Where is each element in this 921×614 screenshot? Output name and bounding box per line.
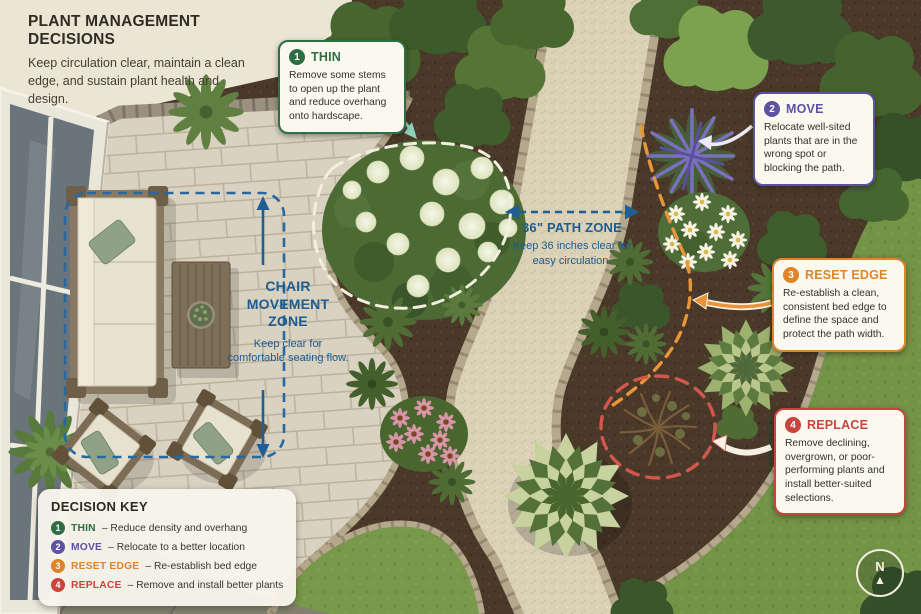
path-zone-arrow	[505, 204, 639, 220]
path-zone-title: 36" PATH ZONE	[521, 220, 623, 235]
key-thin-desc: – Reduce density and overhang	[101, 522, 248, 534]
chair-zone-title: CHAIR MOVEMENT ZONE	[246, 278, 330, 329]
daisies	[658, 192, 750, 272]
sofa	[66, 186, 176, 404]
key-item-move: 2 MOVE – Relocate to a better location	[51, 540, 283, 554]
callout-arrows	[380, 97, 773, 456]
decision-key: DECISION KEY 1 THIN – Reduce density and…	[38, 489, 297, 606]
hydrangea	[322, 140, 526, 320]
chair-zone-label: CHAIR MOVEMENT ZONE Keep clear for comfo…	[227, 278, 349, 366]
potted-plant-top	[168, 74, 244, 150]
coffee-table	[171, 261, 239, 378]
page-subtitle: Keep circulation clear, maintain a clean…	[28, 56, 245, 106]
thin-description: Remove some stems to open up the plant a…	[289, 70, 387, 123]
thin-number-badge: 1	[289, 49, 305, 65]
replace-number-badge: 4	[785, 417, 801, 433]
callout-reset-edge: 3 RESET EDGE Re-establish a clean, consi…	[772, 258, 906, 352]
key-replace-label: REPLACE	[71, 579, 122, 591]
callout-move: 2 MOVE Relocate well-sited plants that a…	[753, 92, 875, 186]
key-item-thin: 1 THIN – Reduce density and overhang	[51, 521, 283, 535]
key-item-reset-edge: 3 RESET EDGE – Re-establish bed edge	[51, 559, 283, 573]
left-bed-plants	[346, 284, 483, 506]
replace-description: Remove declining, overgrown, or poor-per…	[785, 438, 885, 504]
compass: N ▲	[856, 549, 904, 597]
page-title: PLANT MANAGEMENT DECISIONS	[28, 13, 200, 48]
chair-zone-outline	[63, 191, 286, 459]
move-number-badge: 2	[764, 101, 780, 117]
reset-edge-number-badge: 3	[783, 267, 799, 283]
key-replace-desc: – Remove and install better plants	[127, 579, 284, 591]
key-item-replace: 4 REPLACE – Remove and install better pl…	[51, 578, 283, 592]
north-label: N	[875, 559, 885, 574]
title-block: PLANT MANAGEMENT DECISIONS Keep circulat…	[28, 13, 286, 108]
key-move-badge: 2	[51, 540, 65, 554]
decision-key-title: DECISION KEY	[51, 499, 148, 514]
key-reset-edge-badge: 3	[51, 559, 65, 573]
hosta	[502, 432, 632, 560]
callout-thin: 1 THIN Remove some stems to open up the …	[278, 40, 406, 134]
gravel-path	[449, 0, 661, 614]
armchairs	[50, 387, 270, 504]
key-move-label: MOVE	[71, 541, 103, 553]
key-replace-badge: 4	[51, 578, 65, 592]
declining-plant	[619, 391, 697, 466]
reset-edge-label: RESET EDGE	[805, 268, 888, 282]
key-reset-edge-label: RESET EDGE	[71, 560, 140, 572]
chair-zone-body: Keep clear for comfortable seating flow.	[227, 337, 349, 365]
reset-edge-line	[605, 124, 693, 411]
callout-replace: 4 REPLACE Remove declining, overgrown, o…	[774, 408, 906, 516]
thin-label: THIN	[311, 50, 341, 64]
salvia	[646, 106, 737, 206]
path-zone-label: 36" PATH ZONE Keep 36 inches clear for e…	[502, 220, 642, 269]
north-arrow-icon: ▲	[874, 573, 886, 587]
move-description: Relocate well-sited plants that are in t…	[764, 122, 858, 175]
key-thin-label: THIN	[71, 522, 96, 534]
path-zone-body: Keep 36 inches clear for easy circulatio…	[512, 240, 632, 267]
replace-circle	[599, 374, 717, 480]
key-move-desc: – Relocate to a better location	[108, 541, 245, 553]
key-reset-edge-desc: – Re-establish bed edge	[145, 560, 258, 572]
move-label: MOVE	[786, 102, 824, 116]
reset-edge-description: Re-establish a clean, consistent bed edg…	[783, 288, 887, 341]
key-thin-badge: 1	[51, 521, 65, 535]
replace-label: REPLACE	[807, 418, 869, 432]
